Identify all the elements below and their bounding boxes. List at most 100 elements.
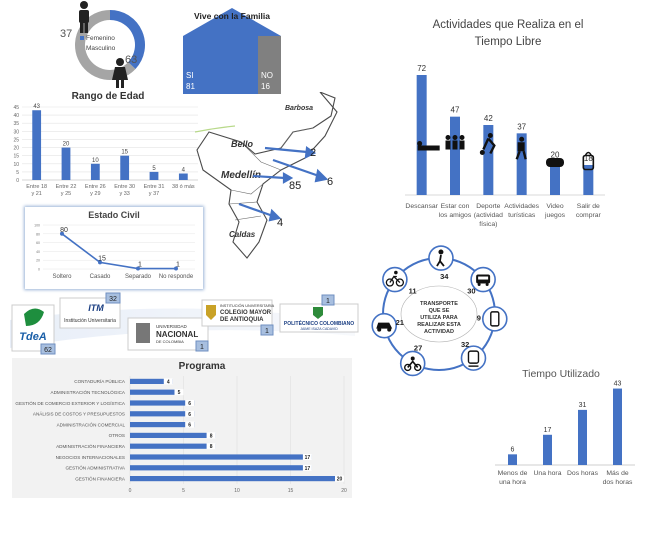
age-category-label: Entre 30: [114, 184, 135, 190]
count-tdea: 62: [44, 347, 52, 354]
civil-point: [60, 231, 64, 236]
female-figure-icon: [112, 58, 128, 88]
count-badge-colegio-mayor: [260, 324, 274, 336]
civil-ytick-label: 0: [38, 268, 40, 272]
activity-bar: [450, 116, 460, 195]
program-category-label: OTROS: [109, 433, 125, 438]
activity-category-label: turísticas: [508, 212, 536, 219]
program-xtick-label: 20: [341, 488, 347, 494]
age-ytick-label: 35: [13, 121, 19, 127]
program-category-label: ADMINISTRACIÓN COMERCIAL: [57, 421, 126, 427]
phone-icon: [490, 311, 500, 327]
age-category-label: 38 ó más: [172, 184, 195, 190]
map-arrow: [252, 174, 286, 180]
civil-point-value: 1: [176, 262, 180, 269]
transport-mode: [428, 245, 454, 271]
program-chart-title: Programa: [179, 361, 226, 372]
age-bar-value: 20: [63, 142, 70, 148]
count-politecnico: 1: [326, 298, 330, 305]
map-border-line: [234, 215, 262, 221]
activity-bar: [516, 133, 527, 195]
activity-bar: [416, 75, 427, 195]
family-value-no: 16: [261, 82, 270, 91]
age-category-label: y 29: [90, 191, 100, 197]
program-category-label: ADMINISTRACIÓN FINANCIERA: [56, 443, 126, 449]
time-category-label: Menos de: [498, 470, 528, 477]
transport-value: 21: [396, 318, 404, 327]
age-bar: [90, 163, 100, 180]
civil-point-value: 1: [138, 262, 142, 269]
legend-label-masculino: Masculino: [86, 45, 116, 52]
program-bar-value: 17: [305, 455, 311, 461]
count-colegio-mayor: 1: [265, 328, 269, 335]
program-category-label: GESTIÓN ADMINISTRATIVA: [65, 465, 125, 471]
age-bar-value: 43: [33, 104, 40, 110]
civil-ytick-label: 20: [36, 259, 40, 263]
time-category-label: Dos horas: [567, 470, 599, 477]
age-ytick-label: 25: [13, 137, 19, 143]
activity-bar: [550, 161, 560, 195]
program-bar-value: 6: [188, 423, 191, 429]
program-bar-value: 4: [167, 379, 170, 385]
activity-category-label: Deporte: [476, 203, 500, 210]
age-ytick-label: 30: [13, 129, 19, 135]
age-ytick-label: 45: [13, 105, 19, 111]
program-bar-value-box: [163, 378, 173, 385]
bed-icon: [417, 141, 440, 151]
time-category-label: Una hora: [534, 470, 562, 477]
map-border-line: [280, 127, 314, 149]
family-house-chart: Vive con la Familia SI 81 NO 16: [183, 8, 281, 94]
age-bar: [149, 171, 159, 180]
program-category-label: ANÁLISIS DE COSTOS Y PRESUPUESTOS: [33, 411, 125, 417]
program-bar-value: 6: [188, 412, 191, 418]
transport-center-line4: REALIZAR ESTA: [417, 322, 461, 328]
transport-value: 11: [409, 287, 417, 296]
age-ytick-label: 10: [13, 162, 19, 168]
family-label-no: NO: [261, 71, 273, 80]
gamepad-icon: [546, 158, 564, 167]
program-bar-value: 8: [210, 433, 213, 439]
gender-donut-chart: 37 63 Femenino Masculino: [60, 1, 145, 88]
activity-category-label: comprar: [576, 212, 602, 219]
transport-mode: [470, 266, 496, 293]
transport-center-line5: ACTIVIDAD: [424, 329, 454, 335]
group-icon: [445, 135, 465, 150]
unal-shield-icon: [136, 323, 150, 343]
time-category-label: Más de: [606, 470, 629, 477]
time-bar: [543, 434, 552, 465]
program-bar-value-box: [302, 464, 312, 471]
politecnico-shield-icon: [313, 307, 323, 319]
age-category-label: y 25: [61, 191, 71, 197]
activity-bar: [583, 165, 594, 195]
program-bar-value-box: [206, 432, 216, 439]
transport-value: 34: [440, 272, 449, 281]
age-ytick-label: 15: [13, 154, 19, 160]
time-bar: [613, 388, 622, 465]
transport-icon-circle: [481, 306, 508, 332]
program-category-label: NEGOCIOS INTERNACIONALES: [56, 455, 125, 460]
house-roof: [183, 8, 281, 36]
civil-status-chart: Estado Civil 02040608010080Soltero15Casa…: [34, 210, 195, 280]
gender-value-femenino: 63: [125, 54, 137, 66]
bus-icon: [476, 274, 491, 287]
age-bar: [61, 147, 71, 180]
program-bar-value-box: [335, 475, 344, 482]
activity-category-label: Actividades: [504, 203, 539, 210]
walking-icon: [436, 249, 445, 267]
civil-ytick-label: 80: [36, 232, 40, 236]
age-category-label: y 37: [149, 191, 159, 197]
age-category-label: Entre 26: [85, 184, 106, 190]
civil-point: [98, 260, 102, 265]
logo-tdea-text: TdeA: [19, 331, 47, 343]
program-bar-value: 8: [210, 444, 213, 450]
family-value-si: 81: [186, 82, 195, 91]
age-ytick-label: 0: [16, 178, 19, 184]
age-category-label: Entre 31: [144, 184, 165, 190]
civil-ytick-label: 60: [36, 241, 40, 245]
civil-chart-title: Estado Civil: [88, 210, 140, 220]
program-bar-value-box: [185, 421, 195, 428]
activity-bar-value: 47: [451, 106, 460, 115]
activity-category-label: Salir de: [577, 203, 600, 210]
program-bar: [130, 443, 216, 449]
